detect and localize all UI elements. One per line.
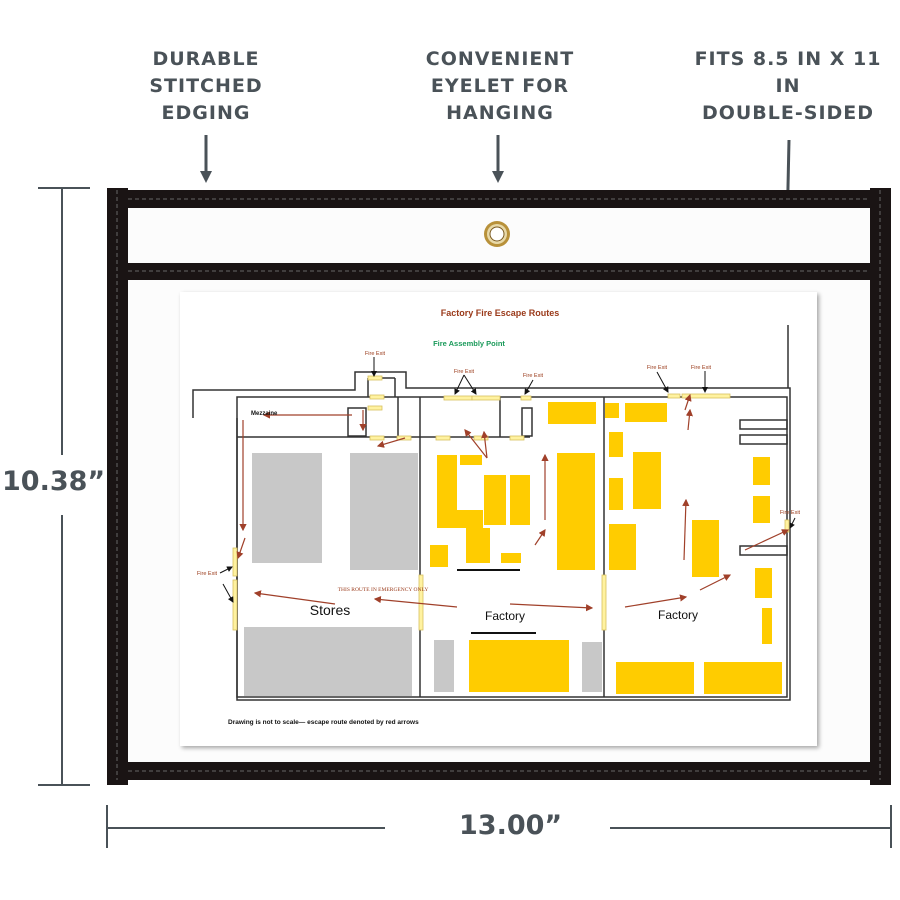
fire-exit-label: Fire Exit bbox=[523, 373, 544, 379]
callout-line: IN bbox=[775, 75, 801, 97]
dimension-lines bbox=[38, 187, 892, 848]
machinery bbox=[430, 402, 782, 694]
callout-line: CONVENIENT bbox=[425, 48, 575, 70]
factory-label: Factory bbox=[485, 609, 525, 623]
callout-line: EDGING bbox=[161, 102, 251, 124]
assembly-point-label: Fire Assembly Point bbox=[433, 339, 505, 348]
callout-line: STITCHED bbox=[149, 75, 263, 97]
callout-line: HANGING bbox=[446, 102, 554, 124]
width-dimension: 13.00” bbox=[455, 810, 567, 841]
emergency-note: THIS ROUTE IN EMERGENCY ONLY bbox=[338, 587, 429, 593]
escape-route-arrows bbox=[236, 393, 790, 612]
fire-exit-label: Fire Exit bbox=[454, 369, 475, 375]
fire-exit-labels: Fire Exit Fire Exit Fire Exit Fire Exit … bbox=[197, 351, 801, 577]
floor-plan: Factory Fire Escape Routes Fire Assembly… bbox=[192, 308, 801, 726]
fire-exit-label: Fire Exit bbox=[691, 365, 712, 371]
stores-label: Stores bbox=[310, 602, 350, 618]
fire-exit-label: Fire Exit bbox=[647, 365, 668, 371]
factory-label: Factory bbox=[658, 608, 698, 622]
fire-exit-label: Fire Exit bbox=[365, 351, 386, 357]
map-footer: Drawing is not to scale— escape route de… bbox=[228, 719, 419, 726]
callout-line: FITS 8.5 IN X 11 bbox=[694, 48, 882, 70]
callout-line: DURABLE bbox=[152, 48, 260, 70]
callout-line: DOUBLE-SIDED bbox=[701, 102, 875, 124]
fire-exit-label: Fire Exit bbox=[780, 510, 801, 516]
callout-eyelet: CONVENIENT EYELET FOR HANGING bbox=[400, 46, 600, 127]
eyelet-icon bbox=[484, 221, 510, 247]
fire-exit-pointers bbox=[219, 357, 796, 603]
fire-exit-label: Fire Exit bbox=[197, 571, 218, 577]
storage-areas bbox=[244, 453, 602, 696]
map-title: Factory Fire Escape Routes bbox=[441, 308, 560, 318]
callout-line: EYELET FOR bbox=[430, 75, 570, 97]
callout-edging: DURABLE STITCHED EDGING bbox=[116, 46, 296, 127]
callout-size: FITS 8.5 IN X 11 IN DOUBLE-SIDED bbox=[688, 46, 888, 127]
height-dimension: 10.38” bbox=[0, 466, 108, 497]
mezzanine-label: Mezzaine bbox=[251, 411, 278, 417]
